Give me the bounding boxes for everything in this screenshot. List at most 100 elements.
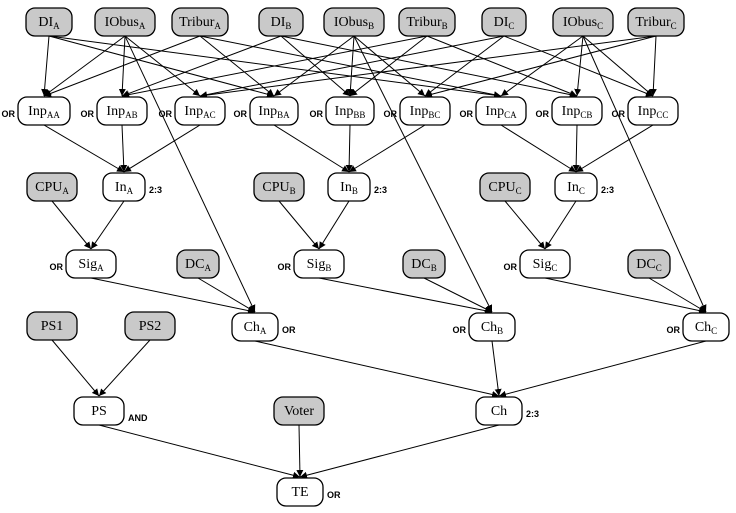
node-box-ina <box>102 172 146 202</box>
node-label-dib: DIB <box>271 15 292 31</box>
edge-chb-to-ch <box>491 340 502 397</box>
edge-voter-to-te <box>296 424 304 478</box>
node-label-subscript: B <box>368 21 374 31</box>
gate-type-inpaa: OR <box>2 109 16 119</box>
gate-type-inpca: OR <box>460 109 474 119</box>
node-label-main: Ch <box>491 404 507 419</box>
edge-dcb-to-chb <box>423 277 493 313</box>
gate-type-inpbb: OR <box>310 109 324 119</box>
node-label-main: PS1 <box>41 319 64 334</box>
node-label-dic: DIC <box>494 15 515 31</box>
node-label-subscript: AA <box>47 110 60 120</box>
node-label-main: IObus <box>105 15 139 30</box>
node-box-inpcc <box>627 96 679 126</box>
gate-type-inpcc: OR <box>612 109 626 119</box>
node-label-iobusb: IObusB <box>334 15 374 31</box>
node-iobusc: IObusC <box>552 7 614 37</box>
edge-tribura-to-inpaa <box>43 35 201 97</box>
node-label-main: CPU <box>35 180 62 195</box>
node-box-inpaa <box>17 96 71 126</box>
edge-ina-to-siga <box>90 200 125 250</box>
node-label-inpab: InpAB <box>106 104 137 120</box>
gate-type-chc: OR <box>667 325 681 335</box>
edge-cha-to-ch <box>254 340 500 398</box>
node-label-main: Voter <box>284 404 314 419</box>
node-box-chc <box>682 312 730 342</box>
node-label-sigc: SigC <box>533 257 558 273</box>
node-label-dca: DCA <box>185 257 211 273</box>
node-box-ps2 <box>124 311 176 341</box>
edge-inpac-to-ina <box>123 124 201 173</box>
node-label-subscript: B <box>352 186 358 196</box>
node-label-subscript: C <box>656 263 662 273</box>
node-box-triburb <box>398 7 456 37</box>
edge-layer <box>41 35 707 479</box>
node-box-inpcb <box>551 96 603 126</box>
edge-dic-to-inpcc <box>503 35 654 97</box>
edge-triburc-to-inpbc <box>424 35 657 98</box>
node-box-chb <box>468 312 516 342</box>
node-label-subscript: C <box>597 21 603 31</box>
node-label-dcc: DCC <box>636 257 661 273</box>
node-label-subscript: BB <box>353 110 365 120</box>
edge-iobusb-to-inpba <box>273 35 355 97</box>
node-label-ps: PS <box>91 404 107 419</box>
node-label-main: Inp <box>335 104 354 119</box>
edge-iobusc-to-inpcc <box>582 35 654 97</box>
node-label-subscript: B <box>285 21 291 31</box>
node-label-main: IObus <box>563 15 597 30</box>
edge-dia-to-inpaa <box>41 35 50 97</box>
edge-iobusa-to-inpac <box>124 35 201 97</box>
node-box-dcc <box>627 249 671 279</box>
node-box-siga <box>65 249 117 279</box>
node-label-te: TE <box>291 485 308 500</box>
node-label-main: DI <box>38 15 53 30</box>
edge-inb-to-sigb <box>318 200 350 250</box>
edge-triburb-to-inpbb <box>349 35 428 97</box>
node-box-inc <box>554 172 598 202</box>
edge-triburc-to-inpcc <box>649 35 657 97</box>
node-label-subscript: C <box>516 186 522 196</box>
gate-type-inc: 2:3 <box>601 185 614 195</box>
node-label-main: Inp <box>638 104 657 119</box>
node-iobusa: IObusA <box>94 7 156 37</box>
node-label-subscript: A <box>204 263 211 273</box>
node-label-subscript: B <box>442 21 448 31</box>
edge-ps2-to-ps <box>98 339 151 397</box>
node-label-main: Ch <box>481 320 497 335</box>
node-label-ps2: PS2 <box>139 319 162 334</box>
node-label-main: Inp <box>562 104 581 119</box>
edge-inpaa-to-ina <box>43 124 125 173</box>
edge-triburc-to-inpac <box>199 35 657 99</box>
node-dib: DIB <box>258 7 304 37</box>
node-label-inc: InC <box>567 180 585 196</box>
edge-dcc-to-chc <box>648 277 707 313</box>
node-inc: InC 2:3 <box>554 172 614 202</box>
node-label-sigb: SigB <box>307 257 332 273</box>
node-box-iobusa <box>94 7 156 37</box>
edge-triburb-to-inpcb <box>426 35 578 97</box>
node-label-tribura: TriburA <box>179 15 221 31</box>
node-label-subscript: CB <box>580 110 592 120</box>
edge-inpbb-to-inb <box>345 124 353 173</box>
edge-sigb-to-chb <box>318 277 493 315</box>
gate-type-inpab: OR <box>81 109 95 119</box>
node-cpub: CPUB <box>253 172 305 202</box>
node-label-subscript: B <box>290 186 296 196</box>
node-label-main: Inp <box>184 104 203 119</box>
gate-type-inb: 2:3 <box>374 185 387 195</box>
gate-type-sigb: OR <box>278 262 292 272</box>
node-label-subscript: AC <box>203 110 216 120</box>
edge-sigc-to-chc <box>544 277 707 314</box>
node-label-inpcb: InpCB <box>562 104 593 120</box>
node-cpuc: CPUC <box>479 172 531 202</box>
node-box-iobusc <box>552 7 614 37</box>
edge-dib-to-inpbb <box>280 35 351 97</box>
